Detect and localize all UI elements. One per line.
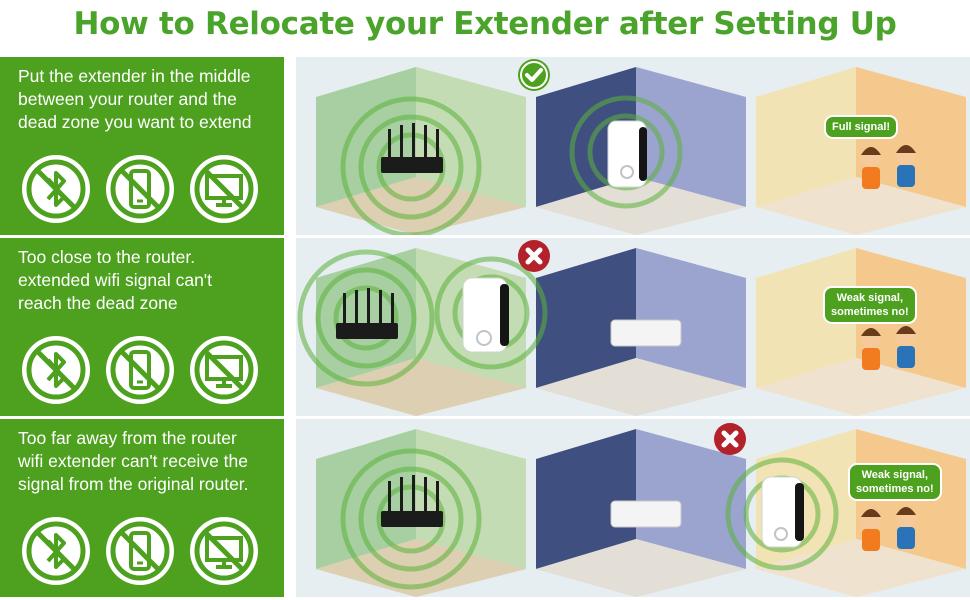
instruction-line: dead zone you want to extend <box>18 112 252 132</box>
kids-illustration <box>861 326 916 370</box>
kids-illustration <box>861 507 916 551</box>
no-monitor-icon <box>190 155 258 223</box>
row-too-far: Too far away from the router wifi extend… <box>0 419 970 597</box>
bubble-line: sometimes no! <box>856 483 934 495</box>
kids-illustration <box>861 145 916 189</box>
house-scene: Weak signal, sometimes no! <box>296 238 970 416</box>
instruction-panel: Too close to the router. extended wifi s… <box>0 238 284 416</box>
bubble-line: Full signal! <box>832 121 891 133</box>
x-icon <box>518 240 550 272</box>
bubble-line: Weak signal, <box>861 469 929 481</box>
instruction-line: Too far away from the router <box>18 428 237 448</box>
house-scene: Weak signal, sometimes no! <box>296 419 970 597</box>
instruction-line: signal from the original router. <box>18 474 249 494</box>
instruction-line: Too close to the router. <box>18 247 196 267</box>
x-icon <box>714 423 746 455</box>
signal-bubble: Weak signal, sometimes no! <box>823 286 917 324</box>
check-icon <box>518 59 550 91</box>
instruction-panel: Too far away from the router wifi extend… <box>0 419 284 597</box>
no-bluetooth-icon <box>22 336 90 404</box>
sofa <box>610 500 682 528</box>
page-title: How to Relocate your Extender after Sett… <box>73 6 897 42</box>
instruction-line: wifi extender can't receive the <box>18 451 248 471</box>
bubble-line: Weak signal, <box>836 292 904 304</box>
sofa <box>610 319 682 347</box>
router-signal-waves <box>340 96 482 235</box>
no-bluetooth-icon <box>22 517 90 585</box>
instruction-line: Put the extender in the middle <box>18 66 251 86</box>
row-correct-placement: Put the extender in the middle between y… <box>0 57 970 235</box>
house-scene: Full signal! <box>296 57 970 235</box>
wifi-extender-icon <box>462 277 509 353</box>
router-signal-waves <box>297 249 435 387</box>
signal-bubble: Weak signal, sometimes no! <box>848 463 942 501</box>
instruction-line: reach the dead zone <box>18 293 178 313</box>
no-bluetooth-icon <box>22 155 90 223</box>
no-phone-icon <box>106 517 174 585</box>
instruction-text: Too far away from the router wifi extend… <box>18 427 280 496</box>
instruction-text: Too close to the router. extended wifi s… <box>18 246 280 315</box>
no-monitor-icon <box>190 336 258 404</box>
wifi-extender-icon <box>607 120 647 188</box>
no-monitor-icon <box>190 517 258 585</box>
row-too-close: Too close to the router. extended wifi s… <box>0 238 970 416</box>
router-icon <box>336 288 398 339</box>
signal-bubble: Full signal! <box>824 115 899 139</box>
instruction-line: extended wifi signal can't <box>18 270 213 290</box>
instruction-panel: Put the extender in the middle between y… <box>0 57 284 235</box>
instruction-line: between your router and the <box>18 89 237 109</box>
router-icon <box>381 123 443 173</box>
instruction-text: Put the extender in the middle between y… <box>18 65 280 134</box>
wifi-extender-icon <box>761 476 804 548</box>
bubble-line: sometimes no! <box>831 306 909 318</box>
no-phone-icon <box>106 155 174 223</box>
no-phone-icon <box>106 336 174 404</box>
extender-signal-waves <box>569 95 683 209</box>
router-icon <box>381 475 443 527</box>
